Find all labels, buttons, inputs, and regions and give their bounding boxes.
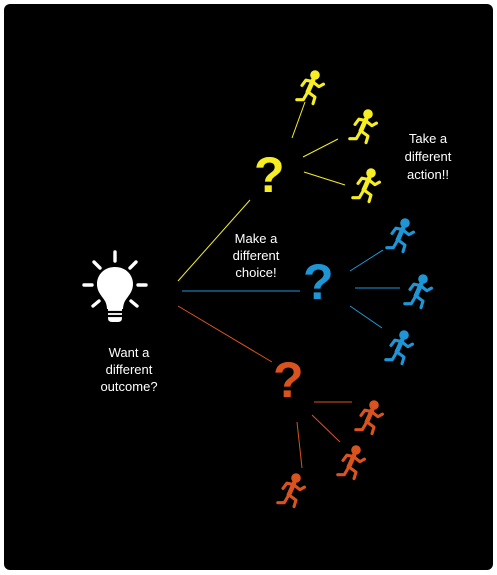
connector-line-orange-runner-3 — [296, 421, 303, 469]
running-person-icon-blue-3 — [386, 331, 413, 364]
running-person-icon-blue-1 — [387, 219, 414, 252]
action-label: Take a different action!! — [405, 131, 452, 182]
running-person-icon-yellow-3 — [353, 169, 380, 202]
running-person-icon-orange-2 — [338, 446, 365, 479]
outcome-label-line-3: outcome? — [100, 379, 157, 394]
outcome-label-line-2: different — [106, 362, 153, 377]
lightbulb-icon — [82, 250, 148, 322]
connector-line-yellow — [177, 199, 251, 282]
outcome-label: Want a different outcome? — [100, 345, 157, 394]
choice-label-line-2: different — [233, 248, 280, 263]
choice-label: Make a different choice! — [233, 231, 280, 280]
running-person-icon-orange-1 — [356, 401, 383, 434]
action-label-line-3: action!! — [407, 167, 449, 182]
connector-line-blue-runner-3 — [349, 305, 383, 329]
running-person-icon-orange-3 — [278, 474, 305, 507]
connector-line-orange-runner-2 — [311, 414, 341, 443]
choice-label-line-1: Make a — [235, 231, 278, 246]
action-label-line-2: different — [405, 149, 452, 164]
running-person-icon-blue-2 — [405, 275, 432, 308]
running-person-icon-yellow-2 — [350, 110, 377, 143]
running-person-icon-yellow-1 — [297, 71, 324, 104]
connector-line-blue-runner-1 — [349, 249, 384, 272]
question-mark-orange: ? — [273, 352, 304, 408]
action-label-line-1: Take a — [409, 131, 448, 146]
question-mark-blue: ? — [303, 254, 334, 310]
outcome-label-line-1: Want a — [109, 345, 150, 360]
connector-line-yellow-runner-3 — [303, 171, 346, 186]
connector-line-yellow-runner-2 — [302, 138, 339, 158]
connector-line-yellow-runner-1 — [291, 101, 306, 139]
question-mark-yellow: ? — [254, 147, 285, 203]
connector-line-orange — [177, 305, 273, 363]
choice-label-line-3: choice! — [235, 265, 276, 280]
